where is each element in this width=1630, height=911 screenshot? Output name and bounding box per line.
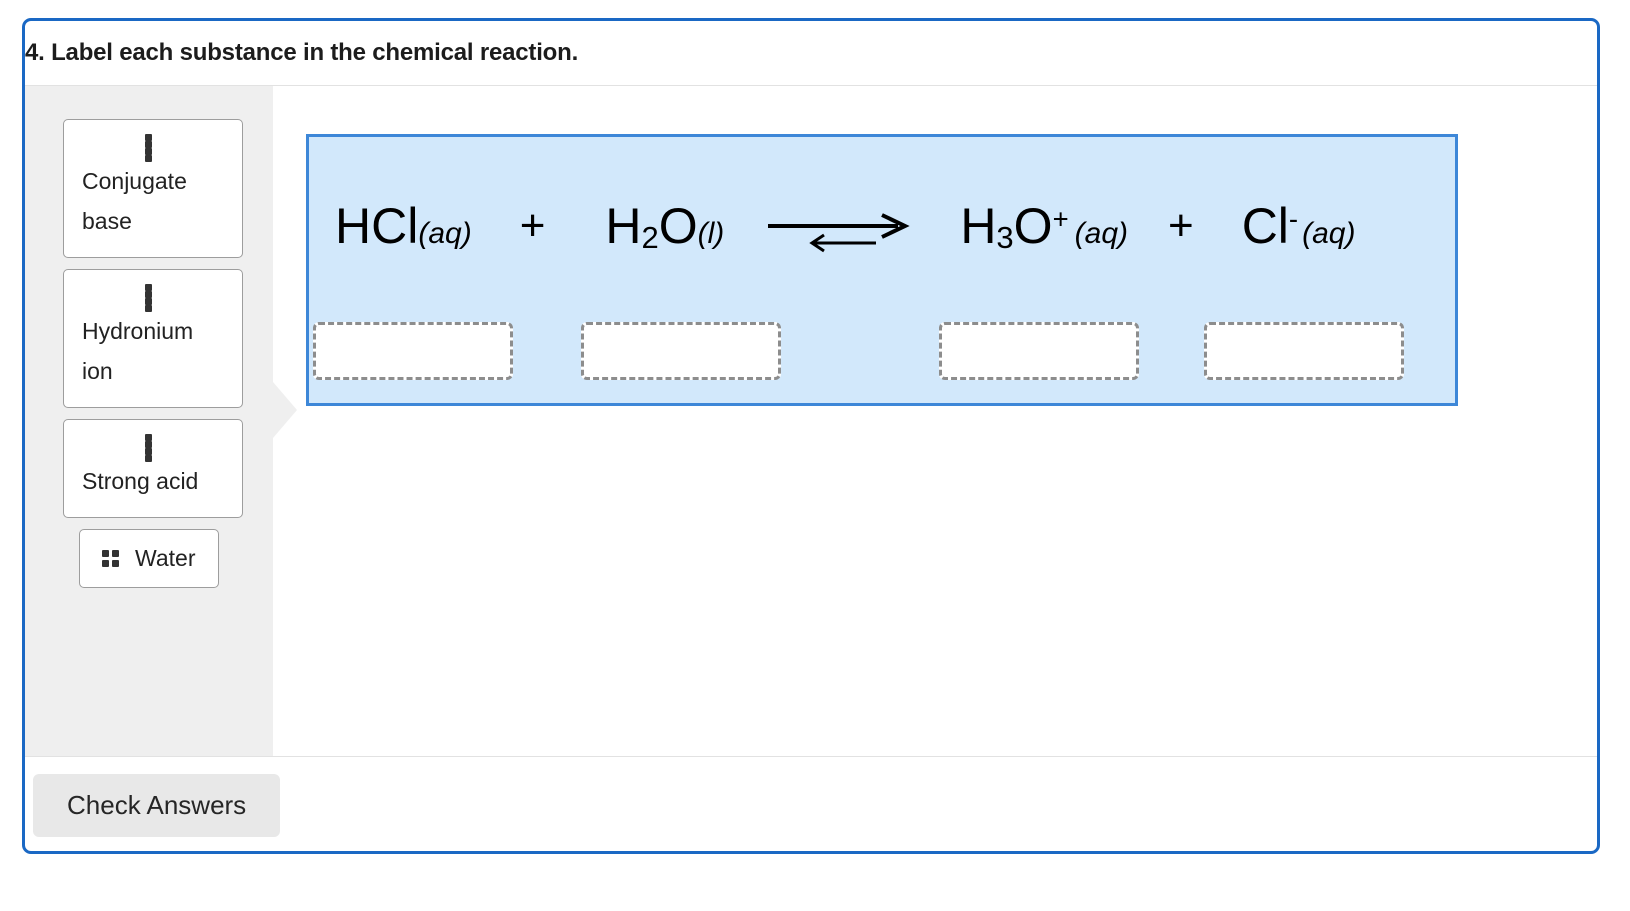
equation-operator-plus-1: + [519, 201, 546, 250]
work-area: Conjugate base Hydronium ion Strong acid… [25, 86, 1597, 756]
chemical-equation: HCl(aq) + H2O(l) H3O+(aq) + Cl-(aq) [309, 181, 1455, 271]
equation-operator-plus-2: + [1168, 201, 1194, 250]
dropzone-h2o[interactable] [581, 322, 781, 380]
draggable-item-strong-acid[interactable]: Strong acid [63, 419, 243, 518]
draggable-item-label: Water [135, 545, 196, 571]
dropzone-h3o[interactable] [939, 322, 1139, 380]
draggable-item-hydronium-ion[interactable]: Hydronium ion [63, 269, 243, 408]
equation-term-hcl: HCl(aq) [335, 198, 472, 254]
equation-term-h3o-plus: H3O+(aq) [960, 197, 1128, 255]
dropzone-cl[interactable] [1204, 322, 1404, 380]
footer-divider [25, 756, 1597, 757]
question-card: 4. Label each substance in the chemical … [22, 18, 1600, 854]
equation-term-h2o: H2O(l) [605, 197, 725, 255]
reverse-arrow-icon [809, 233, 877, 253]
draggable-item-water[interactable]: Water [79, 529, 219, 588]
answer-bank-list: Conjugate base Hydronium ion Strong acid… [63, 119, 243, 588]
equilibrium-arrow-icon [766, 197, 916, 255]
draggable-item-label: Conjugate base [82, 168, 187, 234]
drag-handle-icon[interactable] [144, 134, 162, 162]
question-prompt-text: 4. Label each substance in the chemical … [25, 39, 579, 66]
drag-handle-icon[interactable] [144, 434, 162, 462]
dropzone-hcl[interactable] [313, 322, 513, 380]
answer-bank: Conjugate base Hydronium ion Strong acid… [25, 86, 297, 756]
check-answers-button[interactable]: Check Answers [33, 773, 281, 837]
equation-panel: HCl(aq) + H2O(l) H3O+(aq) + Cl-(aq) [306, 134, 1458, 406]
forward-arrow-icon [768, 213, 910, 239]
drag-handle-icon[interactable] [102, 550, 119, 567]
draggable-item-conjugate-base[interactable]: Conjugate base [63, 119, 243, 258]
draggable-item-label: Hydronium ion [82, 318, 194, 384]
drag-handle-icon[interactable] [144, 284, 162, 312]
prompt-divider [25, 85, 1597, 86]
answer-bank-pointer [273, 382, 297, 438]
equation-term-cl-minus: Cl-(aq) [1241, 198, 1356, 254]
footer: Check Answers [25, 757, 1597, 851]
question-prompt: 4. Label each substance in the chemical … [25, 21, 1597, 85]
draggable-item-label: Strong acid [82, 468, 199, 494]
